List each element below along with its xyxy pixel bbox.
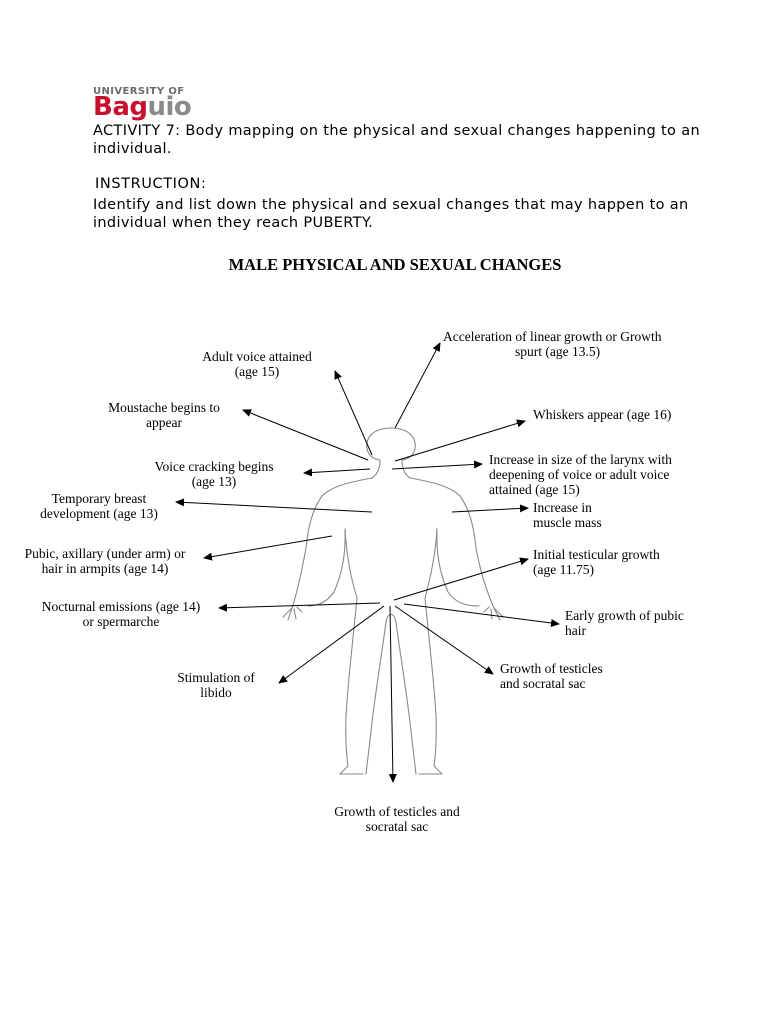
label-acceleration-line1: Acceleration of linear growth or Growth [443, 329, 662, 344]
label-pubic-axillary: Pubic, axillary (under arm) or hair in a… [10, 546, 200, 576]
label-pubic-axillary-line1: Pubic, axillary (under arm) or [24, 546, 186, 561]
label-nocturnal: Nocturnal emissions (age 14) or spermarc… [26, 599, 216, 629]
label-muscle: Increase in muscle mass [533, 500, 602, 530]
diagram-heading: MALE PHYSICAL AND SEXUAL CHANGES [228, 255, 562, 274]
label-adult-voice-line2: (age 15) [234, 364, 280, 379]
logo-top-text: UNIVERSITY OF [93, 86, 185, 97]
label-early-pubic-line1: Early growth of pubic [565, 608, 684, 623]
label-adult-voice-line1: Adult voice attained [202, 349, 312, 364]
label-moustache-line2: appear [146, 415, 182, 430]
activity-label: ACTIVITY 7: [93, 123, 181, 139]
label-moustache-line1: Moustache begins to [108, 400, 220, 415]
label-testicular-line2: (age 11.75) [533, 562, 594, 577]
label-pubic-axillary-line2: hair in armpits (age 14) [41, 561, 169, 576]
arrow-moustache [242, 409, 369, 461]
activity-paragraph: ACTIVITY 7: Body mapping on the physical… [93, 122, 713, 158]
label-voice-cracking: Voice cracking begins (age 13) [142, 459, 286, 489]
label-muscle-line1: Increase in [533, 500, 592, 515]
label-libido: Stimulation of libido [166, 670, 266, 700]
instruction-text: Identify and list down the physical and … [93, 197, 689, 231]
logo-main-text: Baguio [93, 94, 192, 120]
label-breast-line1: Temporary breast [51, 491, 147, 506]
label-moustache: Moustache begins to appear [97, 400, 231, 430]
label-breast: Temporary breast development (age 13) [30, 491, 168, 521]
arrow-voice-cracking [303, 468, 371, 477]
label-testicles-bottom-line1: Growth of testicles and [334, 804, 460, 819]
label-muscle-line2: muscle mass [533, 515, 602, 530]
label-larynx-line1: Increase in size of the larynx with [489, 452, 672, 467]
label-libido-line1: Stimulation of [177, 670, 255, 685]
label-breast-line2: development (age 13) [40, 506, 158, 521]
label-testicles-right: Growth of testicles and socratal sac [500, 661, 603, 691]
arrow-testicular [393, 557, 529, 601]
label-nocturnal-line1: Nocturnal emissions (age 14) [41, 599, 201, 614]
label-testicles-bottom-line2: socratal sac [365, 819, 429, 834]
arrows [175, 342, 560, 783]
arrow-pubic-axillary [203, 535, 333, 561]
instruction-title: INSTRUCTION: [95, 176, 207, 192]
logo-main-gray: uio [147, 92, 192, 122]
label-testicles-bottom: Growth of testicles and socratal sac [306, 804, 488, 834]
label-early-pubic: Early growth of pubic hair [565, 608, 684, 638]
label-acceleration-line2: spurt (age 13.5) [515, 344, 601, 359]
arrow-larynx [391, 460, 483, 470]
label-larynx-line2: deepening of voice or adult voice [489, 467, 670, 482]
activity-text: Body mapping on the physical and sexual … [93, 123, 701, 157]
label-testicular: Initial testicular growth (age 11.75) [533, 547, 660, 577]
arrow-muscle [451, 504, 529, 513]
label-larynx-line3: attained (age 15) [489, 482, 580, 497]
arrow-acceleration [394, 342, 441, 429]
label-testicles-right-line1: Growth of testicles [500, 661, 603, 676]
label-adult-voice: Adult voice attained (age 15) [194, 349, 320, 379]
label-testicular-line1: Initial testicular growth [533, 547, 660, 562]
arrow-testicles-right [394, 605, 494, 675]
arrow-testicles-bottom [388, 605, 397, 783]
label-larynx: Increase in size of the larynx with deep… [489, 452, 672, 497]
label-nocturnal-line2: or spermarche [82, 614, 160, 629]
arrow-early-pubic [403, 603, 560, 627]
label-whiskers-line1: Whiskers appear (age 16) [533, 407, 672, 422]
arrow-whiskers [394, 419, 526, 462]
label-early-pubic-line2: hair [565, 623, 586, 638]
label-testicles-right-line2: and socratal sac [500, 676, 586, 691]
arrow-adult-voice [334, 370, 373, 456]
university-logo: UNIVERSITY OF Baguio [93, 86, 192, 120]
label-voice-cracking-line1: Voice cracking begins [154, 459, 274, 474]
label-libido-line2: libido [200, 685, 232, 700]
arrow-breast [175, 498, 373, 513]
arrow-libido [278, 605, 385, 684]
label-acceleration: Acceleration of linear growth or Growth … [443, 329, 662, 359]
body-outline [282, 427, 504, 775]
label-voice-cracking-line2: (age 13) [191, 474, 237, 489]
logo-main-red: Bag [93, 92, 148, 122]
arrow-nocturnal [218, 602, 381, 612]
label-whiskers: Whiskers appear (age 16) [533, 407, 671, 422]
